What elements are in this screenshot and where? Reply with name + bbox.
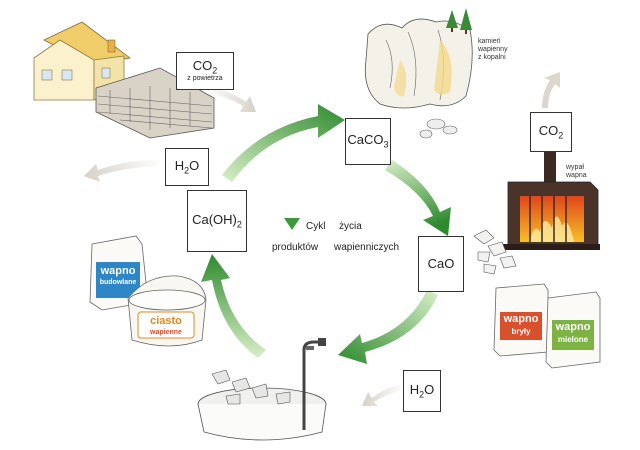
lime-kiln-illustration	[500, 150, 600, 250]
kiln-co2-arrow	[542, 72, 560, 108]
cycle-marker-triangle	[284, 218, 300, 230]
h2o-release-arrow	[84, 160, 162, 182]
co2-release-arrow	[206, 86, 256, 112]
node-h2o-bottom: H2O	[403, 370, 441, 412]
bag-building-lime	[89, 235, 149, 311]
arrow-caoh2-to-caco3	[222, 104, 345, 182]
bag-lump-lime	[493, 283, 549, 357]
quarry-label: kamień wapienny z kopalni	[478, 38, 508, 62]
node-co2-air: CO2 z powietrza	[176, 52, 234, 90]
node-h2o-top: H2O	[165, 148, 209, 186]
node-caoh2: Ca(OH)2	[187, 190, 247, 252]
bag-ground-label: wapno mielone	[555, 321, 591, 344]
quicklime-lumps	[473, 229, 517, 275]
kiln-label: wypał wapna	[566, 164, 587, 180]
slaking-tub-illustration	[197, 338, 327, 441]
cycle-title-word-1: Cykl	[306, 221, 326, 232]
arrow-caco3-to-cao	[385, 160, 451, 236]
bag-building-label: wapno budowlane	[99, 265, 137, 287]
node-cao: CaO	[418, 236, 464, 292]
node-co2-kiln: CO2	[530, 112, 572, 152]
node-caco3: CaCO3	[345, 118, 391, 165]
bag-ground-lime	[545, 291, 601, 369]
lime-paste-bucket	[127, 275, 207, 347]
arrow-water-to-caoh2	[201, 254, 266, 358]
water-input-arrow	[362, 384, 404, 406]
cycle-title-word-2: życia	[339, 221, 362, 232]
bag-lump-label: wapno bryły	[503, 313, 539, 336]
cycle-title-word-3: produktów	[272, 242, 319, 253]
limestone-rock-illustration	[364, 8, 473, 139]
cycle-title-word-4: wapienniczych	[334, 242, 400, 253]
bucket-paste-label: ciasto wapienne	[150, 315, 182, 337]
arrow-cao-to-water	[338, 290, 438, 364]
